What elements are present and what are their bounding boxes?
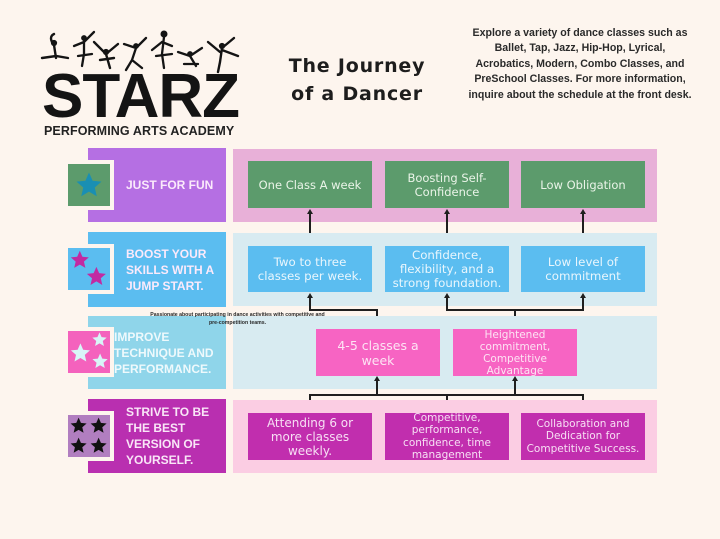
level-4-box-3: Collaboration and Dedication for Competi… — [521, 413, 645, 460]
level-1-icon-tile — [64, 160, 114, 210]
level-3-box-2: Heightened commitment, Competitive Advan… — [453, 329, 577, 376]
four-black-stars-icon — [70, 417, 107, 453]
connector-line — [376, 380, 378, 396]
level-2-box-2: Confidence, flexibility, and a strong fo… — [385, 246, 509, 292]
level-1-label-text: JUST FOR FUN — [126, 178, 214, 192]
level-2-label-text: BOOST YOUR SKILLS WITH A JUMP START. — [126, 246, 214, 293]
level-4-box-2: Competitive, performance, confidence, ti… — [385, 413, 509, 460]
two-magenta-stars-icon — [70, 250, 106, 285]
title-line-2: of a Dancer — [291, 83, 423, 105]
connector-line — [514, 380, 516, 396]
connector-line — [309, 309, 378, 311]
level-3-box-1: 4-5 classes a week — [316, 329, 440, 376]
description-text: Explore a variety of dance classes such … — [468, 27, 692, 101]
level-2-box-3: Low level of commitment — [521, 246, 645, 292]
logo-wordmark: STARZ — [42, 62, 240, 131]
arrow-up-icon — [307, 293, 313, 298]
level-3-note: Passionate about participating in dance … — [150, 312, 325, 326]
connector-line — [446, 213, 448, 247]
level-1-box-3: Low Obligation — [521, 161, 645, 208]
connector-line — [309, 297, 311, 311]
arrow-up-icon — [580, 293, 586, 298]
level-4-box-1: Attending 6 or more classes weekly. — [248, 413, 372, 460]
level-1-box-2: Boosting Self-Confidence — [385, 161, 509, 208]
connector-line — [582, 213, 584, 247]
connector-line — [309, 213, 311, 247]
level-3-label-text: IMPROVE TECHNIQUE AND PERFORMANCE. — [114, 329, 214, 376]
connector-line — [582, 297, 584, 311]
level-3-icon-tile — [64, 327, 114, 377]
level-2-box-1: Two to three classes per week. — [248, 246, 372, 292]
arrow-up-icon — [580, 209, 586, 214]
arrow-up-icon — [444, 293, 450, 298]
starz-logo: STARZ PERFORMING ARTS ACADEMY — [38, 28, 243, 143]
three-white-stars-icon — [70, 332, 108, 369]
arrow-up-icon — [307, 209, 313, 214]
level-4-label-text: STRIVE TO BE THE BEST VERSION OF YOURSEL… — [126, 405, 210, 467]
level-3-panel — [233, 316, 657, 389]
dancer-silhouettes-icon — [40, 30, 240, 74]
arrow-up-icon — [374, 376, 380, 381]
arrow-up-icon — [444, 209, 450, 214]
teal-star-icon — [76, 172, 102, 197]
arrow-up-icon — [512, 376, 518, 381]
title-line-1: The Journey — [288, 55, 426, 77]
level-1-box-1: One Class A week — [248, 161, 372, 208]
logo-subtitle: PERFORMING ARTS ACADEMY — [44, 124, 235, 138]
level-2-icon-tile — [64, 244, 114, 294]
level-4-icon-tile — [64, 411, 114, 461]
page-title: The Journey of a Dancer — [262, 52, 452, 108]
connector-line — [446, 297, 448, 311]
